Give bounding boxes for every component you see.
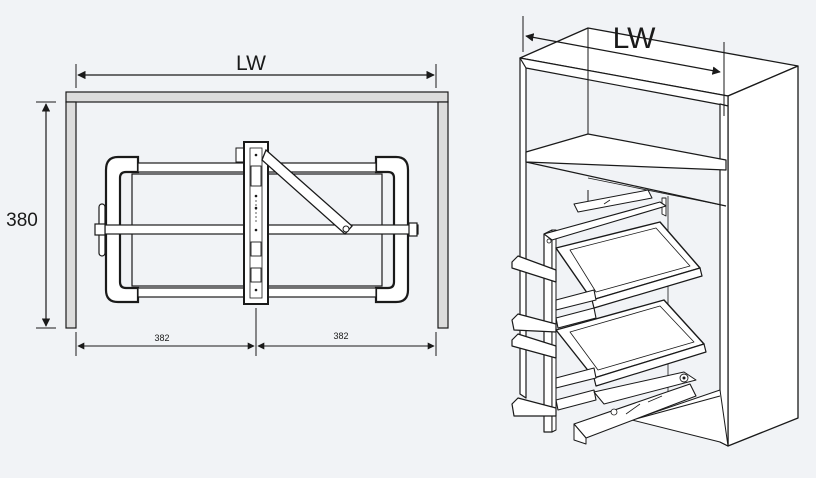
iso-width-label: LW [613,22,656,55]
right-half-label: 382 [333,331,348,341]
top-width-label: LW [236,52,266,75]
cabinet-outline-top-view [65,91,449,329]
top-mount-bracket [573,189,667,217]
iso-width-dimension: LW [522,16,725,116]
isometric-view: LW [511,16,799,447]
top-view: LW 380 [6,52,449,356]
bottom-slide-mechanism [573,371,697,445]
center-post [235,141,353,305]
lower-tray [511,299,707,417]
bottom-half-dimensions: 382 382 [75,308,437,356]
left-half-label: 382 [154,333,169,343]
top-width-dimension: LW [75,52,437,88]
top-depth-label: 380 [6,210,38,231]
top-depth-dimension: 380 [6,101,56,329]
upper-tray [511,221,703,333]
